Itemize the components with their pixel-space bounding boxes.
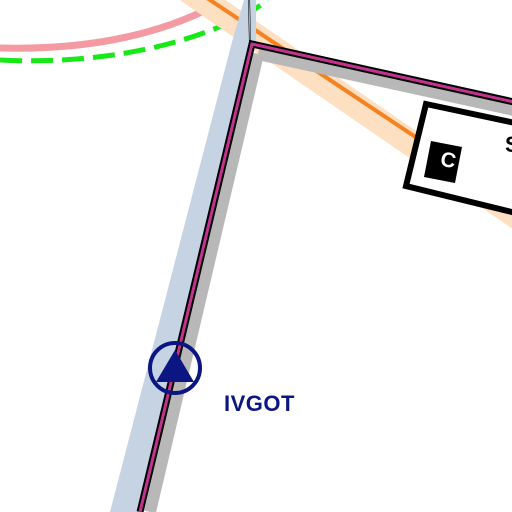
orange-route-line <box>206 0 452 162</box>
route-shadow-vertical <box>144 52 264 512</box>
airway-band <box>110 0 256 512</box>
waypoint-ring <box>148 341 202 395</box>
pink-arc-boundary <box>0 4 212 52</box>
route-shadow <box>256 48 512 116</box>
airway-centerline-fill <box>248 0 251 41</box>
airspace-box-code-bg <box>424 141 462 183</box>
waypoint-label[interactable]: IVGOT <box>224 391 295 416</box>
waypoint-triangle-icon <box>156 350 194 382</box>
airspace-box-edge-text: S <box>505 132 512 158</box>
